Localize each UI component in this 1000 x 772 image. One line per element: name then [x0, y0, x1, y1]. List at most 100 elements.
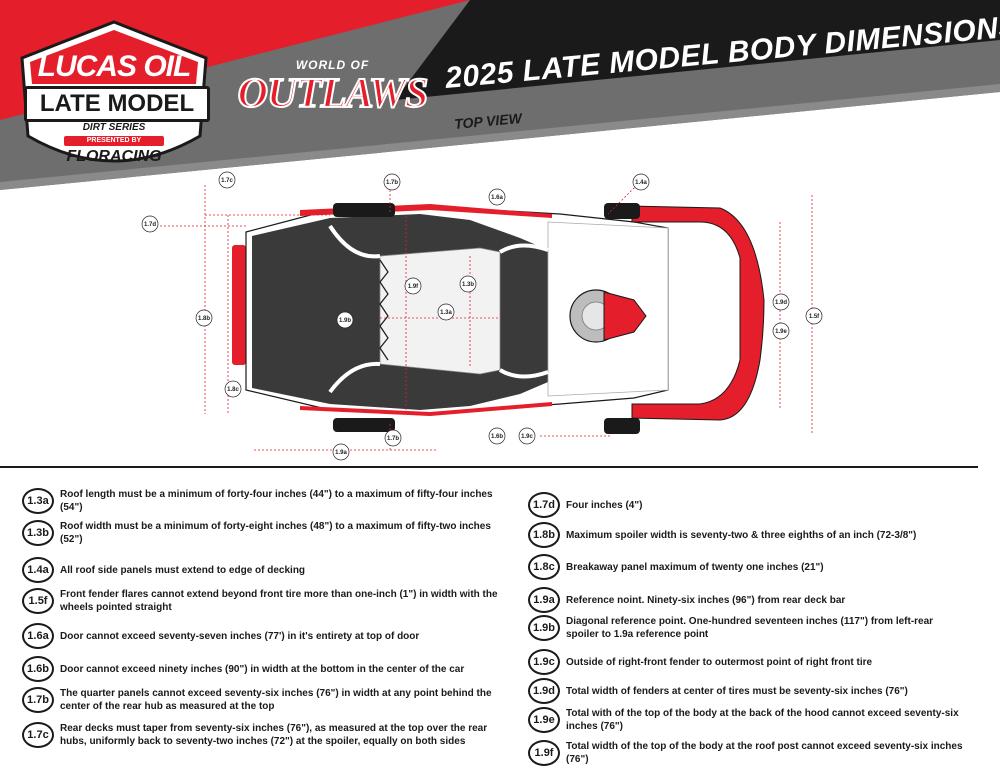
rear-spoiler — [232, 245, 246, 365]
svg-text:1.7c: 1.7c — [221, 178, 233, 184]
svg-text:1.9b: 1.9b — [339, 318, 351, 324]
svg-text:1.9d: 1.9d — [775, 300, 787, 306]
note-1-6a: 1.6a Door cannot exceed seventy-seven in… — [22, 623, 500, 649]
note-code-badge: 1.3b — [22, 520, 54, 546]
dim-1-8b: 1.8b — [195, 309, 213, 327]
note-text: Door cannot exceed ninety inches (90") i… — [60, 663, 465, 675]
note-code-badge: 1.6b — [22, 656, 54, 682]
note-text: Rear decks must taper from seventy-six i… — [60, 723, 488, 747]
logo-outlaws-text: OUTLAWS — [237, 70, 430, 118]
svg-text:1.7b: 1.7b — [387, 436, 399, 442]
note-1-3b: 1.3b Roof width must be a minimum of for… — [22, 520, 500, 546]
note-1-9b: 1.9b Diagonal reference point. One-hundr… — [528, 615, 964, 641]
note-code-badge: 1.8b — [528, 522, 560, 548]
logo-world-of-text: WORLD OF — [295, 58, 370, 72]
svg-text:1.9c: 1.9c — [521, 434, 533, 440]
logo-late-model-text: LATE MODEL — [24, 86, 210, 122]
note-text: Total width of fenders at center of tire… — [566, 685, 908, 697]
svg-text:1.4a: 1.4a — [635, 180, 647, 186]
dim-1-9a: 1.9a — [332, 443, 350, 461]
logo-presented-by-text: PRESENTED BY — [64, 136, 164, 146]
note-text: Total with of the top of the body at the… — [566, 708, 959, 732]
note-text: Outside of right-front fender to outermo… — [566, 656, 873, 668]
note-code-badge: 1.8c — [528, 554, 560, 580]
dim-1-3a: 1.3a — [437, 303, 455, 321]
logo-floracing-text: FLORACING — [66, 148, 162, 165]
note-1-7c: 1.7c Rear decks must taper from seventy-… — [22, 722, 500, 748]
note-code-badge: 1.9c — [528, 649, 560, 675]
note-text: Door cannot exceed seventy-seven inches … — [60, 630, 420, 642]
note-code-badge: 1.9f — [528, 740, 560, 766]
svg-text:1.6b: 1.6b — [491, 434, 503, 440]
svg-text:1.5f: 1.5f — [809, 314, 820, 320]
dim-1-3b: 1.3b — [459, 275, 477, 293]
note-code-badge: 1.9d — [528, 678, 560, 704]
note-code-badge: 1.6a — [22, 623, 54, 649]
svg-text:1.8c: 1.8c — [227, 387, 239, 393]
note-code-badge: 1.9e — [528, 707, 560, 733]
svg-text:1.7d: 1.7d — [144, 222, 156, 228]
rear-right-tire — [333, 418, 395, 432]
svg-text:1.9e: 1.9e — [775, 329, 787, 335]
note-1-7d: 1.7d Four inches (4") — [528, 492, 964, 518]
note-text: Diagonal reference point. One-hundred se… — [566, 616, 934, 640]
rear-left-tire — [333, 203, 395, 217]
note-code-badge: 1.7b — [22, 687, 54, 713]
note-code-badge: 1.7c — [22, 722, 54, 748]
dimension-labels: 1.7c 1.7b 1.4a 1.7d 1.6a 1.8b 1.9f 1.3b … — [141, 171, 823, 461]
note-text: Roof width must be a minimum of forty-ei… — [60, 521, 491, 545]
svg-text:1.9f: 1.9f — [408, 284, 419, 290]
note-text: The quarter panels cannot exceed seventy… — [60, 688, 492, 712]
note-1-9d: 1.9d Total width of fenders at center of… — [528, 678, 964, 704]
note-text: All roof side panels must extend to edge… — [60, 564, 306, 576]
note-1-8c: 1.8c Breakaway panel maximum of twenty o… — [528, 554, 964, 580]
note-1-9c: 1.9c Outside of right-front fender to ou… — [528, 649, 964, 675]
dim-1-9f: 1.9f — [404, 277, 422, 295]
front-right-tire — [604, 418, 640, 434]
logo-dirt-series-text: DIRT SERIES — [82, 122, 146, 133]
note-text: Breakaway panel maximum of twenty one in… — [566, 561, 824, 573]
note-1-4a: 1.4a All roof side panels must extend to… — [22, 557, 500, 583]
dim-1-6b: 1.6b — [488, 427, 506, 445]
note-text: Reference noint. Ninety-six inches (96")… — [566, 594, 846, 606]
note-code-badge: 1.4a — [22, 557, 54, 583]
front-left-tire — [604, 203, 640, 219]
dim-1-9c: 1.9c — [518, 427, 536, 445]
dim-1-7b-bottom: 1.7b — [384, 429, 402, 447]
dim-1-6a: 1.6a — [488, 188, 506, 206]
svg-text:1.7b: 1.7b — [386, 180, 398, 186]
svg-text:1.3a: 1.3a — [440, 310, 452, 316]
dim-1-7d: 1.7d — [141, 215, 159, 233]
svg-text:1.8b: 1.8b — [198, 316, 210, 322]
dim-1-9b: 1.9b — [336, 311, 354, 329]
note-1-6b: 1.6b Door cannot exceed ninety inches (9… — [22, 656, 500, 682]
note-1-8b: 1.8b Maximum spoiler width is seventy-tw… — [528, 522, 964, 548]
note-1-9a: 1.9a Reference noint. Ninety-six inches … — [528, 587, 964, 613]
note-code-badge: 1.7d — [528, 492, 560, 518]
note-text: Front fender flares cannot extend beyond… — [60, 589, 498, 613]
dim-1-9d: 1.9d — [772, 293, 790, 311]
dim-1-4a: 1.4a — [632, 173, 650, 191]
note-code-badge: 1.5f — [22, 588, 54, 614]
note-1-3a: 1.3a Roof length must be a minimum of fo… — [22, 488, 500, 514]
note-1-9e: 1.9e Total with of the top of the body a… — [528, 707, 964, 733]
note-1-7b: 1.7b The quarter panels cannot exceed se… — [22, 687, 500, 713]
note-code-badge: 1.3a — [22, 488, 54, 514]
dim-1-7c: 1.7c — [218, 171, 236, 189]
note-1-9f: 1.9f Total width of the top of the body … — [528, 740, 964, 766]
logo-lucas-oil-text: LUCAS OIL — [37, 50, 192, 83]
door-bottom — [300, 402, 552, 416]
note-code-badge: 1.9a — [528, 587, 560, 613]
note-text: Total width of the top of the body at th… — [566, 741, 963, 765]
note-code-badge: 1.9b — [528, 615, 560, 641]
dim-1-8c: 1.8c — [224, 380, 242, 398]
note-text: Four inches (4") — [566, 499, 643, 511]
svg-text:1.9a: 1.9a — [335, 450, 347, 456]
dim-1-7b-top: 1.7b — [383, 173, 401, 191]
world-of-outlaws-logo: WORLD OF OUTLAWS — [225, 52, 440, 132]
lucas-oil-late-model-logo: LUCAS OIL LATE MODEL DIRT SERIES PRESENT… — [14, 18, 214, 178]
svg-text:1.6a: 1.6a — [491, 195, 503, 201]
front-nose — [631, 205, 765, 421]
section-divider — [0, 466, 978, 468]
svg-text:1.3b: 1.3b — [462, 282, 474, 288]
